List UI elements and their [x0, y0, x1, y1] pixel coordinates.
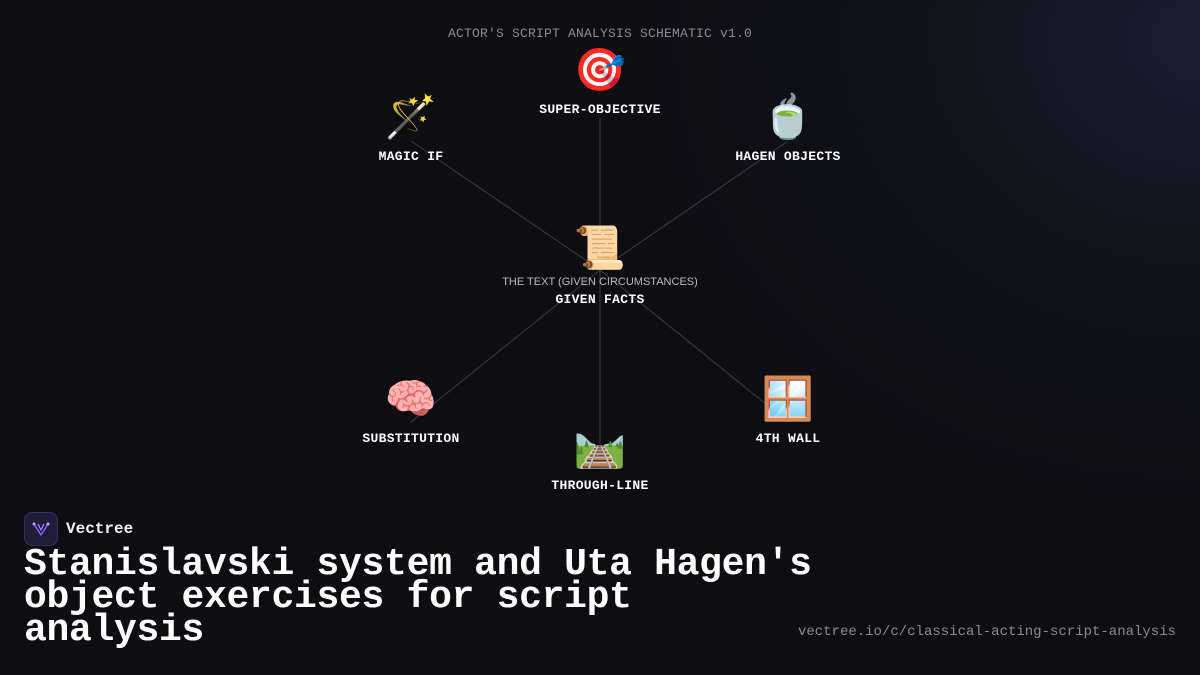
node-label: SUBSTITUTION	[362, 431, 460, 446]
brain-icon: 🧠	[384, 374, 438, 423]
connector-4th-wall	[599, 269, 789, 423]
node-label: THROUGH-LINE	[551, 478, 649, 493]
node-label: 4TH WALL	[755, 431, 821, 446]
node-label: MAGIC IF	[378, 149, 444, 164]
brand-name: Vectree	[66, 520, 134, 538]
connector-substitution	[410, 269, 601, 423]
node-super-objective: 🎯 SUPER-OBJECTIVE	[480, 45, 720, 118]
schematic-title: ACTOR'S SCRIPT ANALYSIS SCHEMATIC v1.0	[447, 26, 753, 41]
node-substitution: 🧠 SUBSTITUTION	[291, 374, 531, 447]
brand: Vectree	[24, 512, 133, 546]
connector-magic-if	[410, 140, 601, 271]
magic-wand-icon: 🪄	[384, 92, 438, 141]
headline: Stanislavski system and Uta Hagen's obje…	[24, 543, 812, 652]
node-sublabel: THE TEXT (GIVEN CIRCUMSTANCES)	[502, 276, 698, 288]
target-icon: 🎯	[573, 45, 627, 94]
scroll-icon: 📜	[573, 223, 627, 272]
node-through-line: 🛤️ THROUGH-LINE	[480, 421, 720, 494]
railway-track-icon: 🛤️	[573, 421, 627, 470]
node-label: GIVEN FACTS	[555, 292, 645, 307]
node-hagen-objects: 🍵 HAGEN OBJECTS	[668, 92, 908, 165]
window-icon: 🪟	[761, 374, 815, 423]
node-4th-wall: 🪟 4TH WALL	[668, 374, 908, 447]
vectree-logo-icon	[24, 512, 58, 546]
page-url: vectree.io/c/classical-acting-script-ana…	[797, 624, 1176, 640]
node-label: HAGEN OBJECTS	[735, 149, 841, 164]
node-label: SUPER-OBJECTIVE	[539, 102, 661, 117]
connector-hagen-objects	[599, 140, 789, 271]
teacup-icon: 🍵	[761, 92, 815, 141]
node-magic-if: 🪄 MAGIC IF	[291, 92, 531, 165]
node-given-facts: 📜 THE TEXT (GIVEN CIRCUMSTANCES) GIVEN F…	[480, 223, 720, 308]
